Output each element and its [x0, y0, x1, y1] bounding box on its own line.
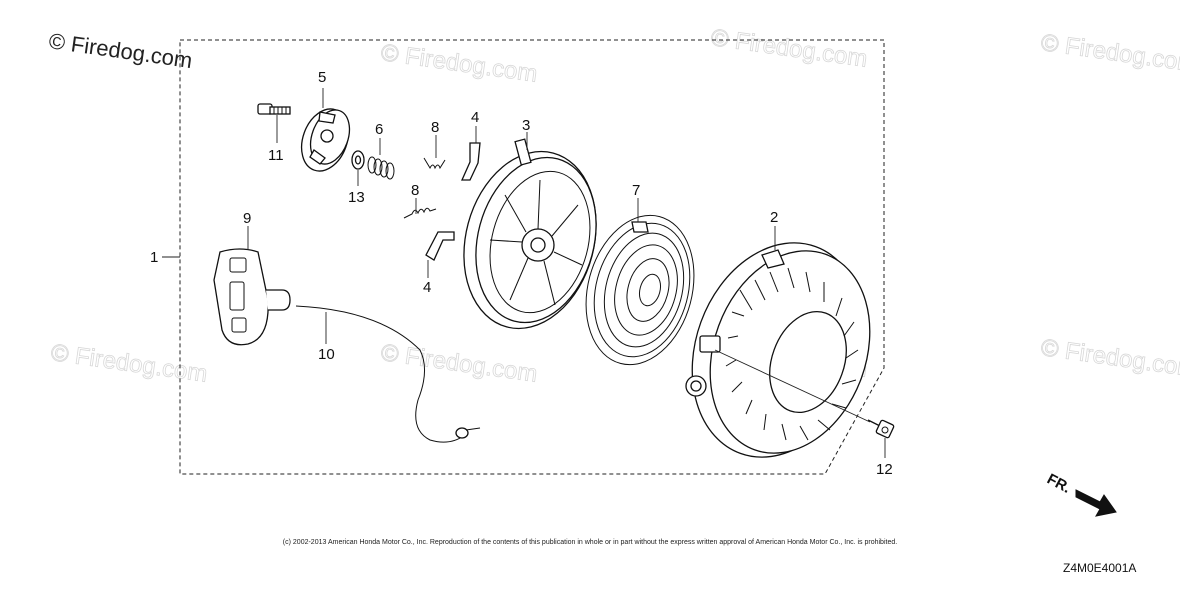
- callout-4-lower: 4: [423, 279, 431, 296]
- part-2-starter-case: [685, 242, 871, 458]
- front-direction-label: FR.: [1044, 471, 1073, 497]
- callout-1: 1: [150, 249, 158, 266]
- callout-13: 13: [348, 189, 365, 206]
- callout-6: 6: [375, 121, 383, 138]
- callout-8-lower: 8: [411, 182, 419, 199]
- part-7-recoil-spring: [585, 214, 695, 366]
- callout-4-upper: 4: [471, 109, 479, 126]
- part-9-grip-handle: [213, 248, 291, 346]
- watermark-faint: © Firedog.com: [379, 339, 539, 388]
- drawing-code: Z4M0E4001A: [1063, 561, 1137, 575]
- callout-11: 11: [268, 147, 284, 164]
- part-6-spring: [367, 156, 395, 180]
- callout-numbers: 1 2 3 4 4 5 6 7 8 8 9 10 11 12 13: [150, 69, 893, 478]
- front-direction-indicator: FR.: [1044, 471, 1117, 517]
- part-4-pawl-upper: [460, 142, 481, 181]
- callout-12: 12: [876, 461, 893, 478]
- watermark-faint: © Firedog.com: [1039, 29, 1180, 78]
- arrow-right-down-icon: [1075, 489, 1117, 517]
- watermark-faint: © Firedog.com: [379, 39, 539, 88]
- watermark-faint: © Firedog.com: [49, 339, 209, 388]
- callout-5: 5: [318, 69, 326, 86]
- watermark-faint-group: © Firedog.com © Firedog.com © Firedog.co…: [49, 24, 1180, 388]
- part-13-washer: [351, 150, 365, 170]
- callout-9: 9: [243, 210, 251, 227]
- leader-lines: [162, 88, 886, 458]
- watermark-faint: © Firedog.com: [709, 24, 869, 73]
- part-8-spring-upper: [423, 157, 446, 170]
- callout-2: 2: [770, 209, 778, 226]
- callout-8-upper: 8: [431, 119, 439, 136]
- part-4-pawl-lower: [425, 231, 455, 261]
- part-12-flange-bolt: [867, 419, 895, 439]
- part-11-bolt: [257, 103, 291, 115]
- assembly-boundary: [179, 39, 885, 475]
- copyright-notice: (c) 2002-2013 American Honda Motor Co., …: [282, 539, 898, 546]
- callout-3: 3: [522, 117, 530, 134]
- part-10-starter-rope: [295, 305, 481, 443]
- watermark-faint: © Firedog.com: [1039, 334, 1180, 383]
- callout-10: 10: [318, 346, 335, 363]
- part-3-reel: [463, 138, 597, 330]
- callout-7: 7: [632, 182, 640, 199]
- part-5-ratchet: [300, 108, 351, 172]
- part-8-spring-lower: [403, 207, 437, 219]
- watermark-primary: © Firedog.com: [47, 28, 194, 73]
